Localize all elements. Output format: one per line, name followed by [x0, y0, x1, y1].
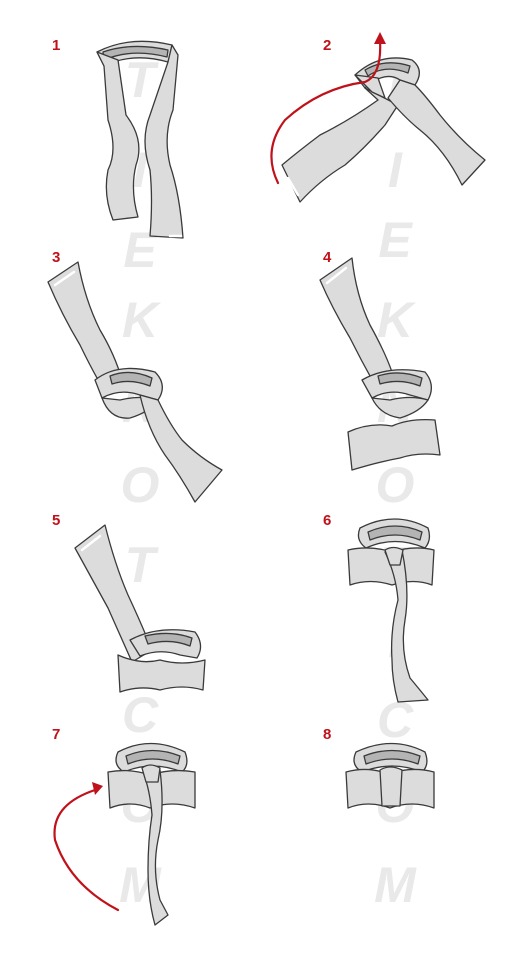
step-3-tie	[47, 261, 223, 503]
step-5-tie	[74, 524, 206, 693]
watermark-letter: O	[120, 457, 160, 513]
watermark-letter: O	[375, 457, 415, 513]
step-2-tie	[270, 32, 486, 203]
step-number-2: 2	[323, 37, 332, 54]
step-number-1: 1	[52, 37, 61, 54]
watermark-letter: M	[374, 857, 416, 913]
step-7-tie	[53, 742, 196, 926]
arrowhead-icon	[374, 32, 386, 44]
watermark-letter: T	[124, 52, 156, 108]
watermark-letter: T	[124, 537, 156, 593]
arrow	[53, 788, 120, 912]
watermark-letter: I	[388, 142, 402, 198]
step-4-tie	[319, 257, 441, 471]
step-number-4: 4	[323, 249, 332, 266]
step-6-tie	[347, 518, 435, 703]
watermark-letter: K	[121, 292, 159, 348]
watermark-letter: K	[376, 292, 414, 348]
watermark-letter: E	[378, 212, 412, 268]
step-1-tie	[96, 40, 184, 239]
step-number-6: 6	[323, 512, 332, 529]
arrow	[270, 38, 382, 185]
step-8-tie	[345, 742, 435, 809]
step-number-7: 7	[52, 726, 61, 743]
step-number-3: 3	[52, 249, 61, 266]
watermark-letter: C	[376, 692, 414, 748]
step-number-8: 8	[323, 726, 332, 743]
step-number-5: 5	[52, 512, 61, 529]
watermark-letter: C	[121, 687, 159, 743]
arrowhead-icon	[92, 782, 103, 795]
